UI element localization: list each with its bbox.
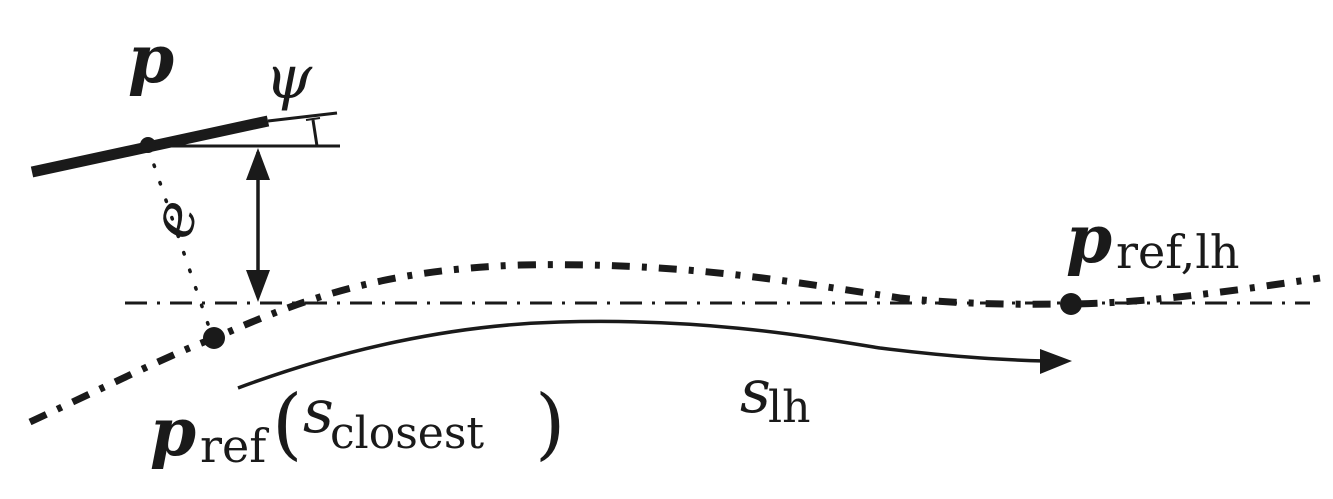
lookahead-arrow-head-icon: [1040, 349, 1072, 374]
svg-text:p: p: [1066, 200, 1112, 278]
lookahead-distance-arrow: [237, 319, 1046, 390]
label-p-ref-closest: p ref ( s closest ): [150, 377, 565, 473]
label-psi: ψ: [265, 43, 313, 113]
closest-distance-dotted-line: [152, 163, 212, 332]
psi-angle-arc: [311, 119, 319, 147]
heading-extension-line: [267, 111, 338, 123]
label-s-lh: s lh: [740, 357, 810, 433]
svg-text:(: (: [272, 379, 302, 469]
label-e: e: [136, 191, 214, 246]
svg-text:s: s: [303, 377, 334, 447]
svg-text:ref,lh: ref,lh: [1116, 225, 1240, 279]
label-p-ref-lh: p ref,lh: [1066, 200, 1240, 279]
label-p: p: [128, 20, 174, 98]
svg-text:): ): [535, 379, 565, 469]
svg-text:closest: closest: [330, 408, 484, 459]
svg-text:s: s: [740, 357, 771, 427]
svg-text:ref: ref: [200, 419, 269, 473]
point-p: [140, 137, 156, 153]
lookahead-point-dot: [1060, 293, 1082, 315]
svg-text:lh: lh: [768, 382, 810, 433]
svg-text:p: p: [150, 393, 196, 471]
closest-point-dot: [203, 327, 225, 349]
